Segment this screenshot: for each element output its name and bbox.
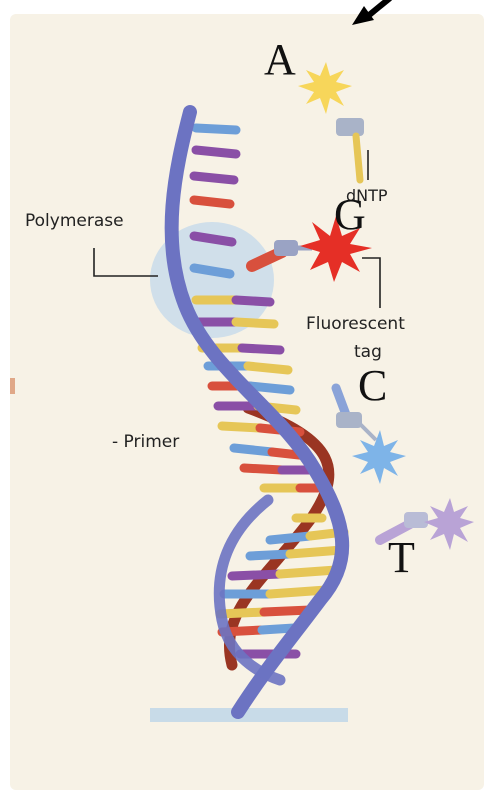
base-label-c: C bbox=[358, 364, 387, 408]
primer-label: - Primer bbox=[112, 432, 179, 452]
fluorescent-tag-label-line1: Fluorescent bbox=[306, 314, 405, 334]
base-label-t: T bbox=[388, 536, 415, 580]
fluorescent-tag-label-line2: tag bbox=[354, 342, 382, 362]
stand-base bbox=[150, 708, 348, 722]
base-label-a: A bbox=[264, 38, 296, 82]
edge-speck bbox=[10, 378, 15, 394]
base-label-g: G bbox=[334, 193, 366, 237]
polymerase-label: Polymerase bbox=[25, 211, 124, 231]
